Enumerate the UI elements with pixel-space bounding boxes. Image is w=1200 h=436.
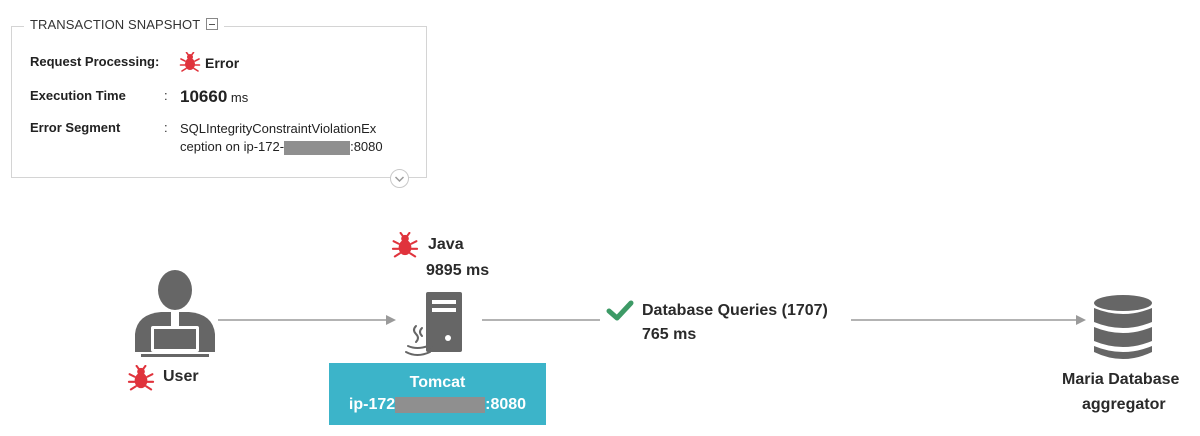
request-processing-label: Request Processing: bbox=[30, 54, 160, 69]
java-time: 9895 ms bbox=[426, 262, 490, 279]
transaction-snapshot-panel bbox=[11, 26, 427, 178]
execution-time-colon: : bbox=[164, 88, 168, 103]
bug-icon bbox=[127, 365, 155, 391]
error-segment-value: SQLIntegrityConstraintViolationEx ceptio… bbox=[180, 120, 383, 156]
user-label: User bbox=[163, 368, 199, 385]
tomcat-host: ip-172 :8080 bbox=[349, 396, 526, 414]
arrow-head-db bbox=[1076, 315, 1086, 325]
expand-button[interactable] bbox=[390, 169, 409, 188]
java-label: Java bbox=[428, 236, 464, 253]
bug-icon bbox=[179, 52, 201, 72]
java-server-icon[interactable] bbox=[404, 290, 466, 362]
db-queries-time: 765 ms bbox=[642, 326, 697, 343]
tomcat-host-suffix: :8080 bbox=[485, 396, 527, 413]
arrow-head-java bbox=[386, 315, 396, 325]
db-queries-label[interactable]: Database Queries (1707) bbox=[642, 302, 828, 319]
bug-icon bbox=[391, 232, 419, 258]
execution-time-label: Execution Time bbox=[30, 88, 126, 103]
error-segment-colon: : bbox=[164, 120, 168, 135]
collapse-icon[interactable] bbox=[206, 18, 219, 30]
error-segment-line1: SQLIntegrityConstraintViolationEx bbox=[180, 121, 377, 136]
snapshot-title: TRANSACTION SNAPSHOT bbox=[30, 16, 201, 32]
execution-time-value: 10660 ms bbox=[180, 87, 248, 107]
request-processing-value: Error bbox=[205, 55, 240, 71]
check-icon bbox=[606, 300, 634, 321]
execution-time-number: 10660 bbox=[180, 87, 228, 106]
redacted-ip bbox=[395, 396, 486, 413]
database-icon[interactable] bbox=[1092, 294, 1154, 362]
database-name-line2: aggregator bbox=[1082, 396, 1166, 413]
error-segment-line2-suffix: :8080 bbox=[350, 139, 383, 154]
tomcat-node[interactable]: Tomcat ip-172 :8080 bbox=[329, 363, 546, 425]
chevron-down-icon bbox=[394, 175, 405, 182]
tomcat-host-prefix: ip-172 bbox=[348, 396, 396, 413]
execution-time-unit: ms bbox=[230, 90, 249, 105]
snapshot-header: TRANSACTION SNAPSHOT bbox=[24, 13, 225, 35]
error-segment-label: Error Segment bbox=[30, 120, 121, 135]
error-segment-line2-prefix: ception on ip-172- bbox=[180, 139, 285, 154]
user-icon bbox=[135, 270, 215, 357]
tomcat-title: Tomcat bbox=[409, 374, 466, 391]
redacted-ip bbox=[284, 140, 351, 155]
database-name-line1: Maria Database bbox=[1062, 371, 1180, 388]
